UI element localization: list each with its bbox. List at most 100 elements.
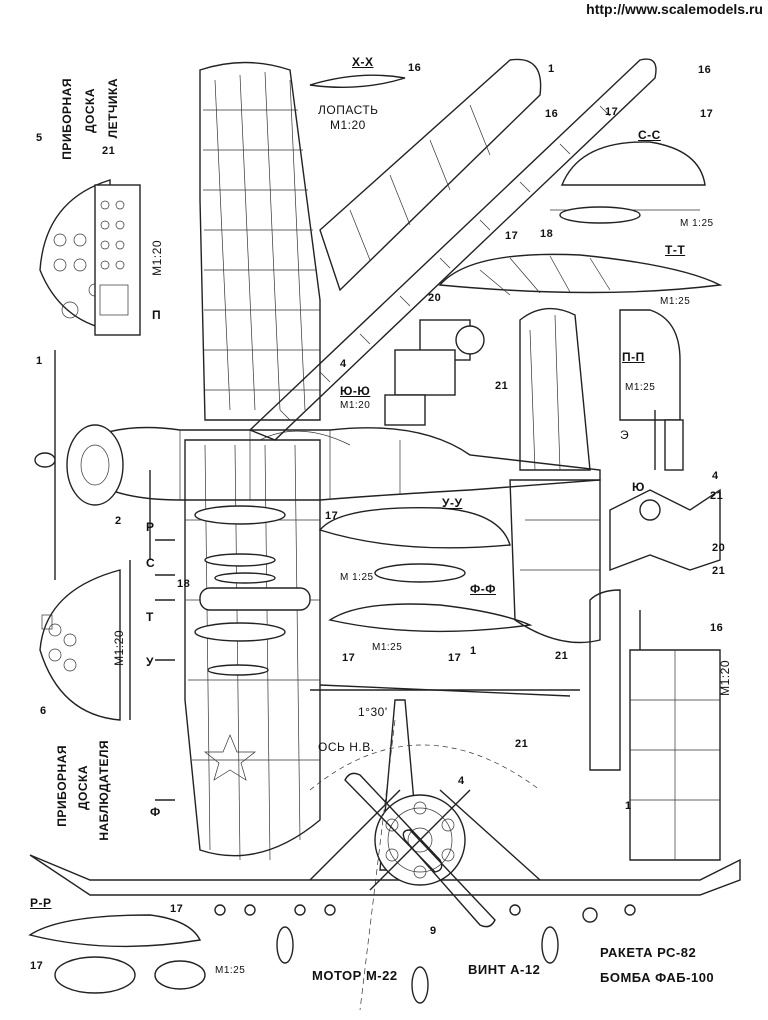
bomb-label: БОМБА ФАБ-100 xyxy=(600,970,715,985)
prop-label: ВИНТ А-12 xyxy=(468,962,541,977)
section-rr-airfoil xyxy=(28,914,202,948)
callout-13-tt: 17 xyxy=(505,230,519,242)
callout-12-blade: 16 xyxy=(545,108,559,120)
callout-13-rr2: 17 xyxy=(30,960,44,972)
marker-f: Ф xyxy=(150,805,161,819)
rotor-blade-plan xyxy=(319,58,542,292)
section-yuyu-scale: М1:20 xyxy=(340,400,371,411)
blade-label: ЛОПАСТЬ xyxy=(318,103,379,117)
marker-yu: Ю xyxy=(632,480,645,494)
callout-12: 16 xyxy=(698,64,712,76)
callout-1-tail: 1 xyxy=(625,800,632,812)
propeller-blade xyxy=(344,772,443,873)
callout-18-front: 21 xyxy=(515,738,529,750)
callout-6: 6 xyxy=(40,705,47,717)
section-rr-title: Р-Р xyxy=(30,896,52,910)
callout-16: 21 xyxy=(495,380,509,392)
upper-wing-plan xyxy=(199,61,321,421)
tail-lower xyxy=(509,479,601,644)
callout-13-cc: 17 xyxy=(700,108,714,120)
wing-bombs xyxy=(194,505,311,676)
section-tt-airfoil xyxy=(438,253,723,294)
callout-1-ff: 1 xyxy=(470,645,477,657)
section-tt-title: Т-Т xyxy=(665,243,686,257)
callout-20: 21 xyxy=(555,650,569,662)
section-cc-title: С-С xyxy=(638,128,661,142)
bomb-side xyxy=(374,563,466,583)
pilot-panel xyxy=(39,179,111,331)
marker-y: У xyxy=(146,655,154,669)
callout-15: 20 xyxy=(428,292,442,304)
callout-15-tail: 20 xyxy=(712,542,726,554)
section-xx-title: Х-Х xyxy=(352,55,374,69)
callout-21: 21 xyxy=(102,145,116,157)
section-cc-scale: М 1:25 xyxy=(680,218,714,229)
callout-2: 2 xyxy=(115,515,122,527)
marker-c: С xyxy=(146,556,156,570)
pilot-panel-title-3: ЛЕТЧИКА xyxy=(106,78,120,139)
section-pp-title: П-П xyxy=(622,350,645,364)
observer-panel xyxy=(39,569,121,721)
callout-1-side: 1 xyxy=(36,355,43,367)
callout-14: 18 xyxy=(540,228,554,240)
section-uu-fuselage xyxy=(318,506,511,549)
callout-16-tail: 21 xyxy=(710,490,724,502)
marker-t: Т xyxy=(146,610,154,624)
section-uu-scale: М 1:25 xyxy=(340,572,374,583)
section-uu-title: У-У xyxy=(442,496,463,510)
callout-14-side: 18 xyxy=(177,578,191,590)
section-cc-fuselage xyxy=(560,141,706,186)
lower-wing-plan xyxy=(184,439,321,857)
callout-16-tail2: 21 xyxy=(712,565,726,577)
rotor-blade xyxy=(248,58,657,441)
axis-label: ОСЬ Н.В. xyxy=(318,740,375,754)
fuselage-plan-rear xyxy=(629,649,721,861)
watermark-url[interactable]: http://www.scalemodels.ru xyxy=(583,0,766,18)
callout-12-xx: 16 xyxy=(408,62,422,74)
front-gear xyxy=(214,904,636,1004)
callout-13-ff: 17 xyxy=(342,652,356,664)
callout-4-tail: 4 xyxy=(712,470,719,482)
pilot-panel-board xyxy=(94,184,141,336)
rotor-hub-mechanism xyxy=(384,319,485,426)
tail-post xyxy=(664,419,684,471)
pilot-panel-title-2: ДОСКА xyxy=(83,88,97,134)
section-pp-scale: М1:25 xyxy=(625,382,656,393)
callout-13-uu: 17 xyxy=(325,510,339,522)
section-yuyu-title: Ю-Ю xyxy=(340,384,371,398)
observer-panel-title-2: ДОСКА xyxy=(76,765,90,811)
section-ff-scale: М1:25 xyxy=(372,642,403,653)
marker-p: Р xyxy=(146,520,155,534)
section-rr-scale: М1:25 xyxy=(215,965,246,976)
motor-label: МОТОР М-22 xyxy=(312,968,398,983)
fuselage-side xyxy=(69,426,601,501)
section-pp-frame xyxy=(619,309,681,421)
section-ff-title: Ф-Ф xyxy=(470,582,496,596)
callout-4-front: 4 xyxy=(458,775,465,787)
callout-13-cc2: 17 xyxy=(605,106,619,118)
scale-observer-panel: М1:20 xyxy=(112,630,126,666)
callout-13-ff2: 17 xyxy=(448,652,462,664)
pilot-panel-title-1: ПРИБОРНАЯ xyxy=(60,78,74,160)
tail-rear-view xyxy=(609,488,721,572)
blade-scale: М1:20 xyxy=(330,118,366,132)
callout-13-rr: 17 xyxy=(170,903,184,915)
tail-fin xyxy=(519,307,591,471)
rocket-label: РАКЕТА РС-82 xyxy=(600,945,697,960)
callout-4-hub: 4 xyxy=(340,358,347,370)
lower-wing-front xyxy=(29,854,741,896)
section-tt-scale: М1:25 xyxy=(660,296,691,307)
callout-1: 1 xyxy=(548,63,555,75)
section-ff-airfoil xyxy=(328,603,533,633)
marker-e: Э xyxy=(620,428,630,442)
marker-pi: П xyxy=(152,308,162,322)
callout-5: 5 xyxy=(36,132,43,144)
scale-tail-view: М1:20 xyxy=(718,660,732,696)
section-xx-airfoil xyxy=(309,74,406,89)
angle-label: 1°30' xyxy=(358,705,388,719)
bomb-fab100 xyxy=(54,956,136,994)
callout-12-tail: 16 xyxy=(710,622,724,634)
star-insignia xyxy=(203,734,257,781)
